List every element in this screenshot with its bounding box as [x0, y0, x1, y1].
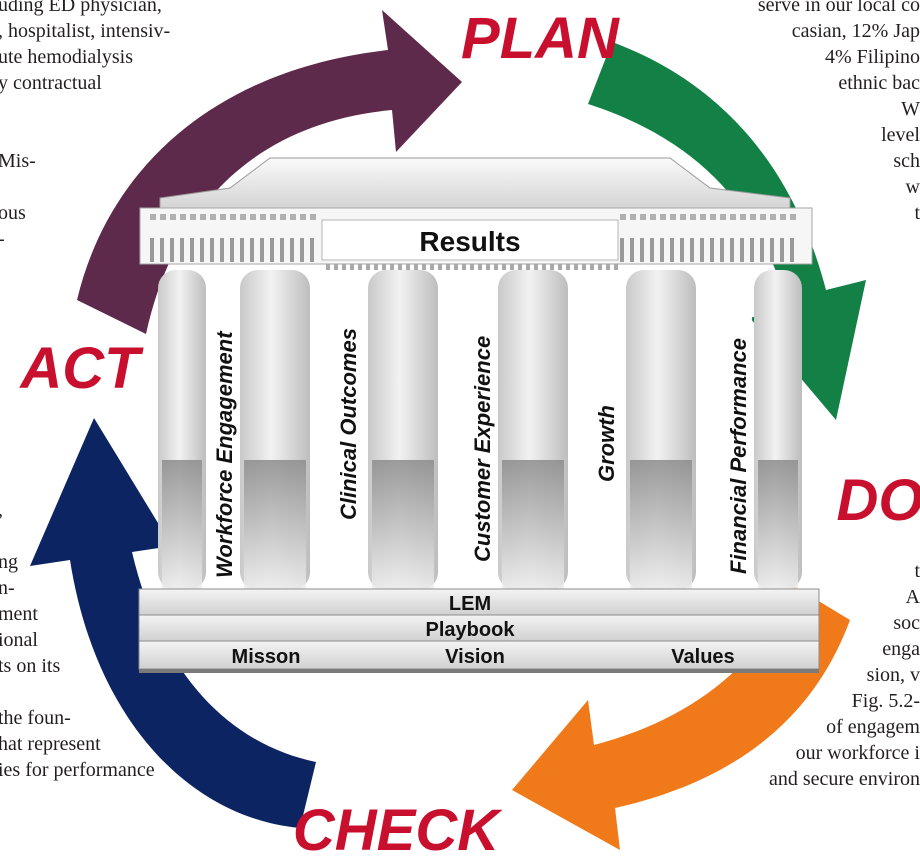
pillar-label-financial-performance: Financial Performance: [726, 338, 751, 574]
column: [368, 270, 438, 590]
text-line: uding ED physician,: [0, 0, 162, 16]
text-line: and secure environ: [768, 768, 920, 790]
background-text-left-lower: , ng n-ment ional ts on its the foun-hat repr…: [0, 497, 155, 783]
temple: Results LEM Playbook Misson Vision Value…: [138, 157, 820, 673]
phase-label-act: ACT: [18, 336, 144, 401]
vision-label: Vision: [445, 646, 505, 668]
text-line: t: [914, 202, 920, 224]
text-line: ng: [0, 551, 18, 573]
pillar-label-clinical-outcomes: Clinical Outcomes: [336, 328, 361, 520]
text-line: of engagem: [826, 716, 920, 738]
text-line: y contractual: [0, 72, 102, 94]
text-line: ts on its: [0, 655, 61, 677]
phase-label-plan: PLAN: [461, 6, 620, 71]
column: [158, 270, 206, 590]
temple-dentils: [150, 214, 796, 270]
text-line: ute hemodialysis: [0, 46, 133, 68]
text-line: ies for performance: [0, 759, 155, 781]
text-line: t: [914, 560, 920, 582]
text-line: hat represent: [0, 733, 101, 755]
temple-roof: [159, 157, 791, 209]
pillar-label-customer-experience: Customer Experience: [470, 336, 495, 562]
column: [498, 270, 568, 590]
text-line: W: [901, 98, 920, 120]
text-line: the foun-: [0, 707, 71, 729]
column: [754, 270, 802, 590]
text-line: our workforce i: [795, 742, 920, 764]
pillar-label-growth: Growth: [594, 405, 619, 482]
text-line: Fig. 5.2-: [851, 690, 920, 712]
text-line: sion, v: [866, 664, 920, 686]
column: [626, 270, 696, 590]
results-plaque: [321, 219, 619, 261]
values-label: Values: [671, 646, 734, 668]
text-line: , hospitalist, intensiv-: [0, 20, 171, 42]
text-line: level: [881, 124, 920, 146]
text-line: 4% Filipino: [824, 46, 920, 68]
text-line: ment: [0, 603, 38, 625]
text-line: A: [905, 586, 920, 608]
background-text-right: serve in our local co casian, 12% Jap 4% F…: [758, 0, 920, 226]
text-line: Mis-: [0, 150, 36, 172]
band-foundation: [138, 640, 820, 670]
text-line: -: [0, 226, 170, 252]
text-line: soc: [893, 612, 920, 634]
temple-columns: [158, 270, 802, 590]
text-line: casian, 12% Jap: [791, 20, 920, 42]
results-label: Results: [419, 226, 520, 257]
text-line: ous: [0, 202, 26, 224]
pillar-label-workforce-engagement: Workforce Engagement: [212, 330, 237, 578]
text-line: sch: [893, 150, 920, 172]
text-line: ,: [0, 497, 155, 523]
text-line: ethnic bac: [838, 72, 920, 94]
text-line: enga: [882, 638, 920, 660]
band-lem: [138, 588, 820, 616]
act-arrow: [30, 418, 316, 828]
band-playbook: [138, 614, 820, 642]
text-line: n-: [0, 577, 15, 599]
text-line: w: [905, 176, 920, 198]
text-line: ional: [0, 629, 38, 651]
mission-label: Misson: [232, 646, 301, 668]
background-text-left: uding ED physician, , hospitalist, intens…: [0, 0, 170, 252]
phase-label-check: CHECK: [293, 798, 503, 859]
column: [240, 270, 310, 590]
phase-label-do: DO: [837, 468, 920, 533]
playbook-label: Playbook: [426, 619, 516, 641]
text-line: serve in our local co: [757, 0, 920, 16]
lem-label: LEM: [449, 593, 491, 615]
